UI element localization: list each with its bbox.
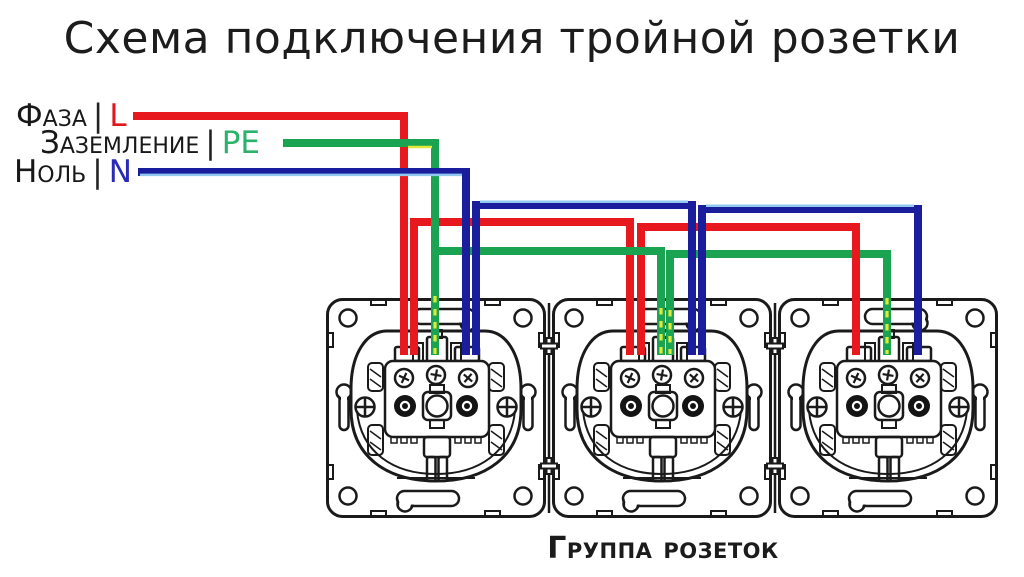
phase-wire-link-2-3 — [637, 223, 860, 355]
legend-separator: | — [92, 98, 104, 134]
legend-neutral-name: Ноль — [14, 154, 87, 190]
diagram-title: Схема подключения тройной розетки — [63, 13, 961, 64]
neutral-wire-link-1-2 — [472, 201, 696, 355]
legend-phase-name: Фаза — [16, 98, 87, 134]
legend-separator: | — [92, 154, 103, 190]
neutral-wire-highlights — [140, 173, 914, 208]
legend-separator: | — [205, 125, 216, 161]
plate-joint-1 — [540, 303, 558, 513]
legend-ground-code: PE — [221, 125, 260, 161]
sockets-group-caption: Группа розеток — [547, 531, 779, 566]
legend-phase-code: L — [109, 98, 127, 134]
legend-neutral-row: Ноль|N — [14, 154, 132, 190]
plate-joint-2 — [766, 303, 784, 513]
neutral-wire-link-2-3 — [698, 205, 922, 355]
ground-wire-stripes — [433, 296, 889, 354]
ground-wire-main — [283, 139, 439, 355]
legend-ground-row: Заземление|PE — [40, 125, 260, 161]
legend-ground-name: Заземление — [40, 125, 200, 161]
legend-neutral-code: N — [108, 154, 132, 190]
phase-wire-link-1-2 — [410, 218, 634, 355]
legend-phase-row: Фаза|L — [16, 98, 127, 134]
ground-wire-link-1-2 — [435, 247, 665, 355]
phase-wire-main — [133, 112, 408, 355]
neutral-wire-main — [138, 168, 470, 355]
